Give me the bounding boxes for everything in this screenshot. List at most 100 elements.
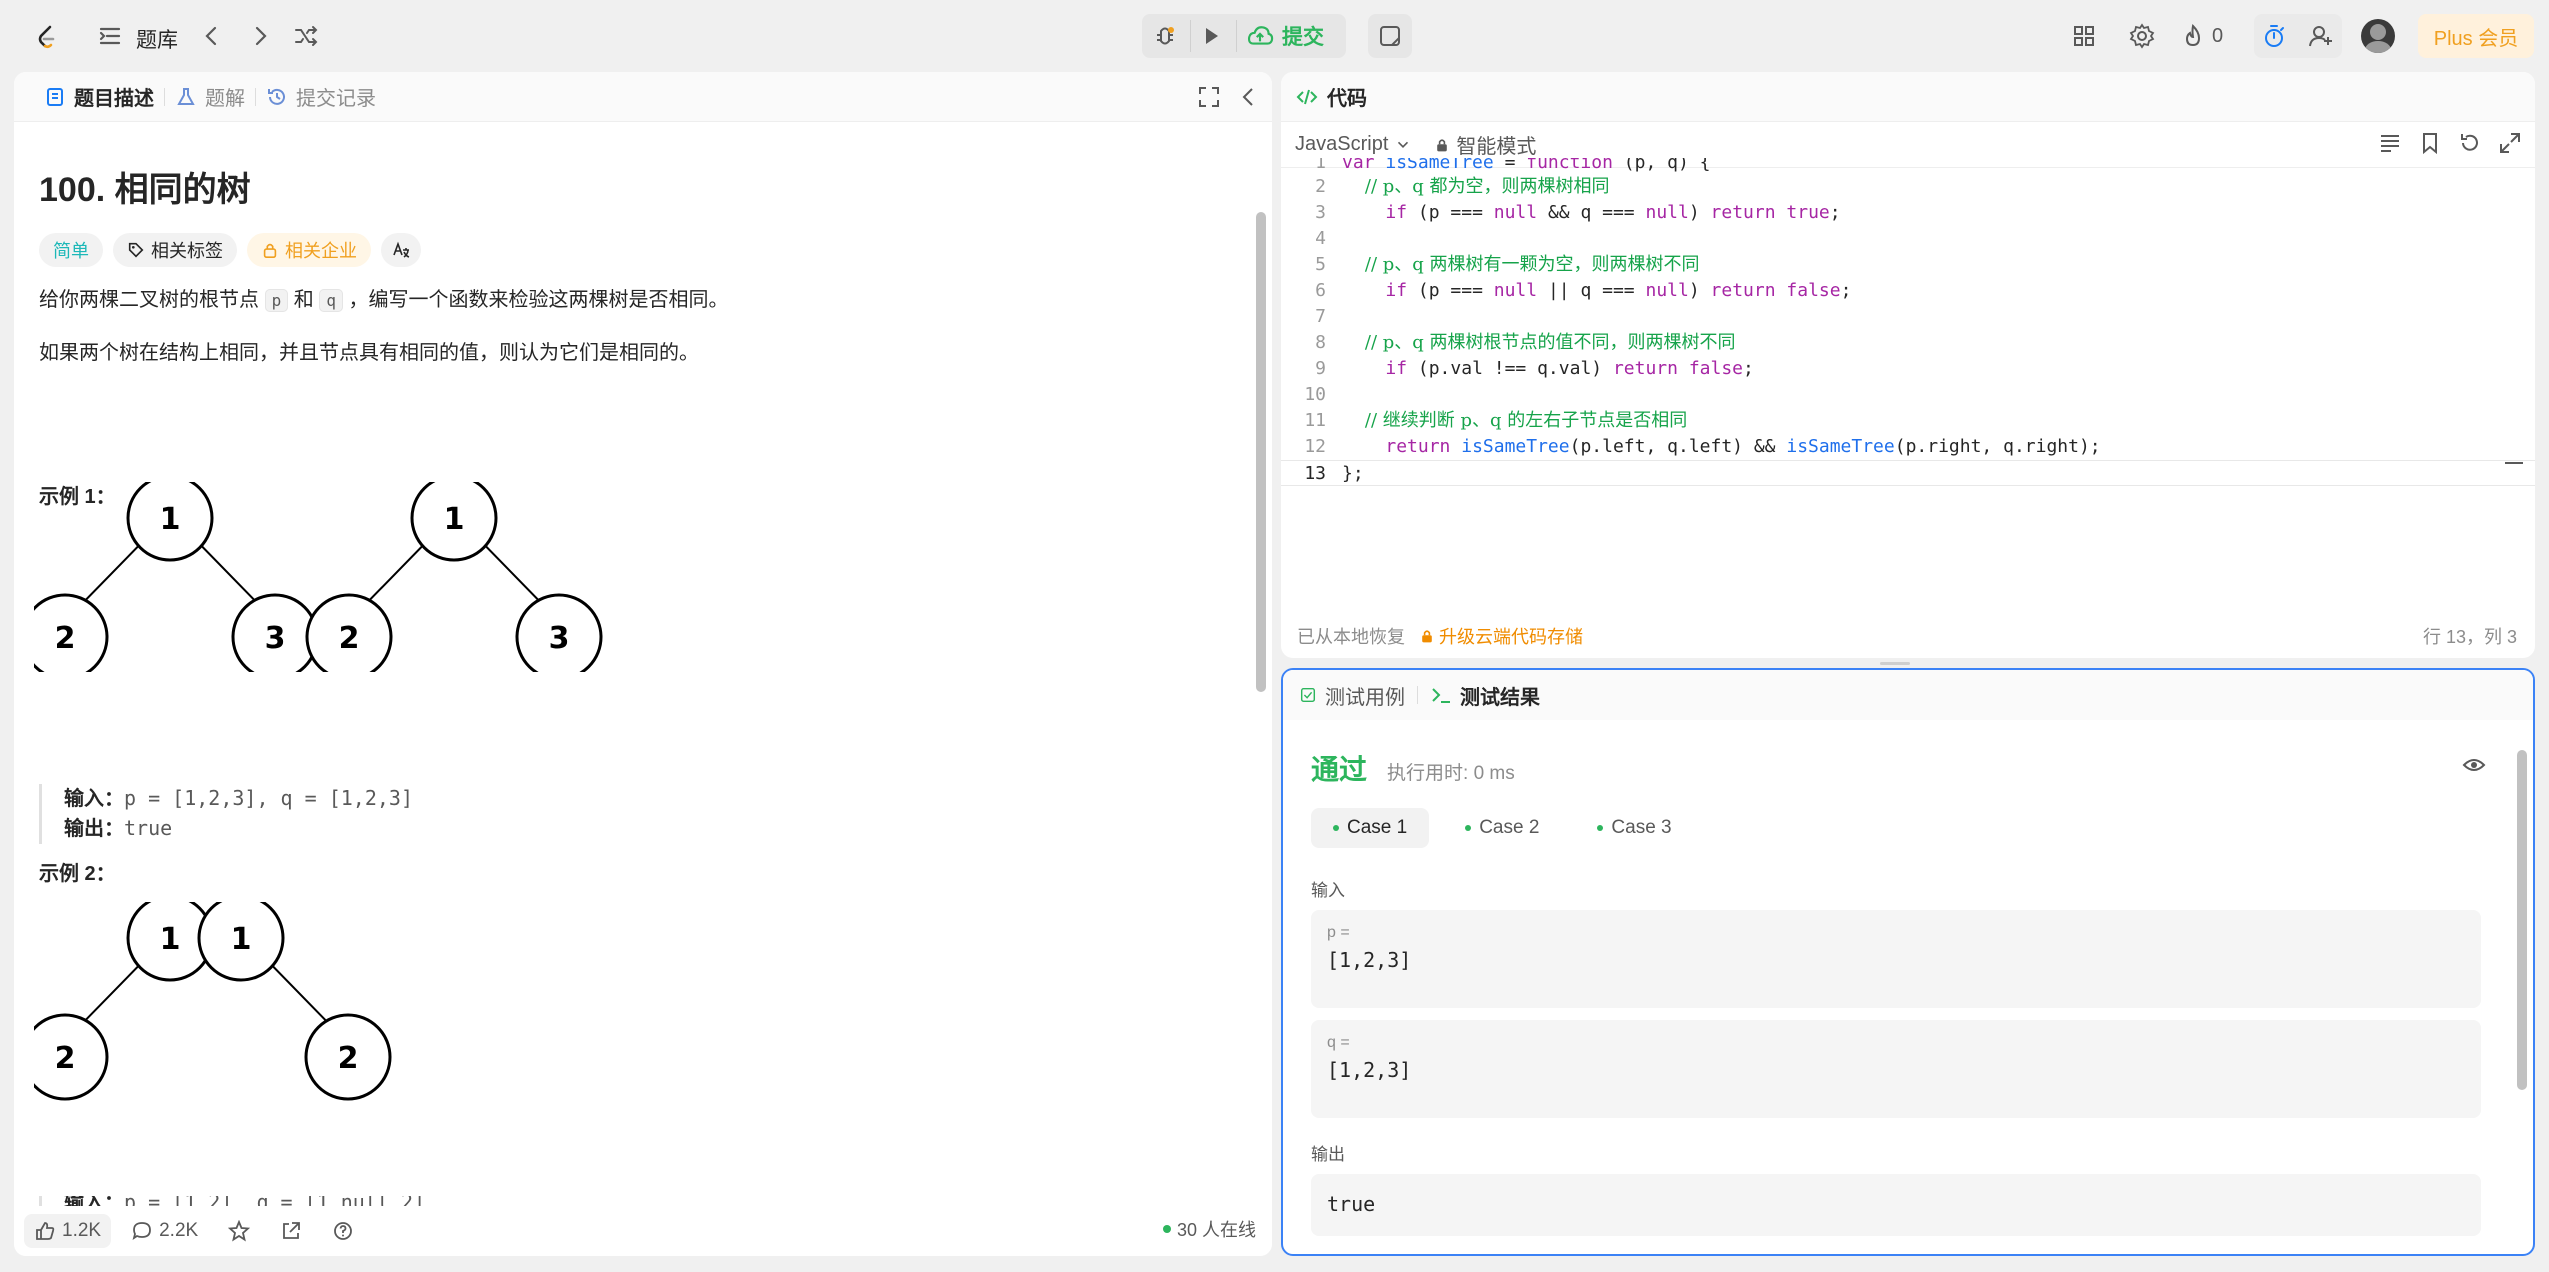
code-line: 9 if (p.val !== q.val) return false; — [1315, 358, 1754, 379]
run-button[interactable] — [1196, 22, 1226, 50]
favorite-button[interactable] — [218, 1214, 260, 1248]
runtime: 执行用时: 0 ms — [1387, 763, 1515, 784]
tab-description[interactable]: 题目描述 — [34, 82, 164, 111]
input-p-box: p = [1,2,3] — [1311, 910, 2481, 1008]
result-scrollbar[interactable] — [2517, 750, 2527, 1090]
example-1-heading: 示例 1： — [39, 486, 116, 508]
bookmark-icon[interactable] — [2417, 130, 2443, 156]
problem-description: 100. 相同的树 简单 相关标签 相关企业 给你两棵二叉树的根节点 p 和 q… — [39, 152, 1239, 370]
editor-status-bar: 已从本地恢复 升级云端代码存储 行 13，列 3 — [1281, 614, 2535, 658]
code-line: 7 — [1315, 306, 1326, 327]
tree-node: 3 — [549, 621, 570, 656]
fire-icon — [2185, 23, 2201, 47]
lock-icon — [1422, 630, 1432, 643]
comments-button[interactable]: 2.2K — [121, 1214, 208, 1248]
desc-text: ，编写一个函数来检验这两棵树是否相同。 — [348, 289, 729, 311]
tree-node: 1 — [160, 502, 181, 537]
output-box: true — [1311, 1174, 2481, 1236]
test-tabs: 测试用例 测试结果 — [1283, 670, 2533, 720]
case-tab-3[interactable]: Case 3 — [1575, 808, 1693, 848]
code-line: 2 // p、q 都为空，则两棵树相同 — [1315, 176, 1610, 197]
fullscreen-icon[interactable] — [1196, 84, 1222, 110]
example-input: p = [1,2,3], q = [1,2,3] — [124, 786, 413, 810]
document-icon — [47, 87, 63, 106]
language-value: JavaScript — [1295, 133, 1389, 155]
comment-icon — [132, 1222, 151, 1241]
help-button[interactable] — [322, 1214, 364, 1248]
tab-testcases-label: 测试用例 — [1325, 686, 1405, 709]
leetcode-logo-icon[interactable] — [30, 20, 64, 54]
reset-code-icon[interactable] — [2457, 130, 2483, 156]
case-tab-2[interactable]: Case 2 — [1443, 808, 1561, 848]
case-label: Case 2 — [1479, 817, 1540, 838]
case-tab-1[interactable]: Case 1 — [1311, 808, 1430, 848]
code-icon — [1296, 89, 1318, 104]
code-line: 8 // p、q 两棵树根节点的值不同，则两棵树不同 — [1315, 332, 1736, 353]
inline-code-p: p — [264, 289, 289, 312]
tab-testcases[interactable]: 测试用例 — [1299, 681, 1405, 710]
help-icon — [334, 1222, 353, 1240]
next-problem-icon[interactable] — [246, 22, 274, 50]
description-paragraph-2: 如果两个树在结构上相同，并且节点具有相同的值，则认为它们是相同的。 — [39, 342, 699, 364]
invite-user-icon[interactable] — [2306, 22, 2336, 50]
problem-title: 100. 相同的树 — [39, 171, 251, 209]
result-summary: 通过 执行用时: 0 ms — [1311, 748, 1515, 788]
tab-submissions[interactable]: 提交记录 — [256, 82, 386, 111]
smart-mode-label: 智能模式 — [1456, 136, 1537, 158]
share-button[interactable] — [270, 1214, 312, 1248]
output-section-label: 输出 — [1311, 1145, 1345, 1164]
difficulty-badge[interactable]: 简单 — [39, 233, 103, 267]
tree-node: 3 — [265, 621, 286, 656]
problem-footer: 1.2K 2.2K — [14, 1206, 1272, 1256]
input-section-label: 输入 — [1311, 881, 1345, 900]
problem-list-icon[interactable] — [96, 22, 124, 50]
debug-icon[interactable] — [1150, 22, 1180, 50]
tab-solutions[interactable]: 题解 — [165, 82, 255, 111]
lock-icon — [263, 243, 277, 259]
layout-icon[interactable] — [2070, 22, 2098, 50]
like-button[interactable]: 1.2K — [24, 1214, 112, 1248]
prev-problem-icon[interactable] — [198, 22, 226, 50]
run-submit-group — [1142, 14, 1346, 58]
problem-library-link[interactable]: 题库 — [136, 29, 178, 52]
tab-description-label: 题目描述 — [74, 88, 154, 110]
panel-resize-handle[interactable] — [1880, 662, 1910, 665]
upgrade-storage-link[interactable]: 升级云端代码存储 — [1419, 623, 1583, 649]
cloud-upload-icon — [1247, 26, 1274, 45]
tag-icon — [128, 242, 144, 258]
description-scrollbar[interactable] — [1256, 212, 1266, 692]
input-q-box: q = [1,2,3] — [1311, 1020, 2481, 1118]
related-tags-button[interactable]: 相关标签 — [113, 233, 237, 267]
history-icon — [268, 88, 285, 105]
submit-label: 提交 — [1282, 26, 1324, 49]
shuffle-icon[interactable] — [292, 22, 320, 50]
streak-counter[interactable]: 0 — [2180, 22, 2223, 50]
language-select[interactable]: JavaScript — [1295, 133, 1412, 156]
note-icon[interactable] — [1376, 22, 1404, 50]
avatar[interactable] — [2361, 19, 2395, 53]
tree-node: 1 — [231, 922, 252, 957]
submit-button[interactable]: 提交 — [1246, 18, 1324, 54]
translate-button[interactable] — [381, 233, 421, 267]
streak-count: 0 — [2212, 24, 2224, 47]
timer-icon[interactable] — [2260, 22, 2288, 50]
related-companies-button[interactable]: 相关企业 — [247, 233, 371, 267]
smart-mode-toggle[interactable]: 智能模式 — [1434, 130, 1536, 159]
related-tags-label: 相关标签 — [151, 241, 223, 261]
format-code-icon[interactable] — [2377, 130, 2403, 156]
collapse-panel-icon[interactable] — [1236, 84, 1262, 110]
settings-gear-icon[interactable] — [2128, 22, 2156, 50]
inline-code-q: q — [319, 289, 343, 312]
tab-solutions-label: 题解 — [205, 88, 245, 110]
plus-membership-button[interactable]: Plus 会员 — [2418, 14, 2534, 58]
tab-test-result[interactable]: 测试结果 — [1430, 681, 1540, 710]
example-1-trees: 1 2 3 1 2 3 — [34, 482, 603, 672]
expand-editor-icon[interactable] — [2497, 130, 2523, 156]
code-line: 10 — [1304, 384, 1326, 405]
desc-text: 和 — [293, 289, 314, 311]
online-count: 30 人在线 — [1176, 1220, 1256, 1240]
eye-icon[interactable] — [2461, 752, 2487, 778]
code-line: 3 if (p === null && q === null) return t… — [1315, 202, 1841, 223]
param-p-value: [1,2,3] — [1327, 948, 1412, 972]
